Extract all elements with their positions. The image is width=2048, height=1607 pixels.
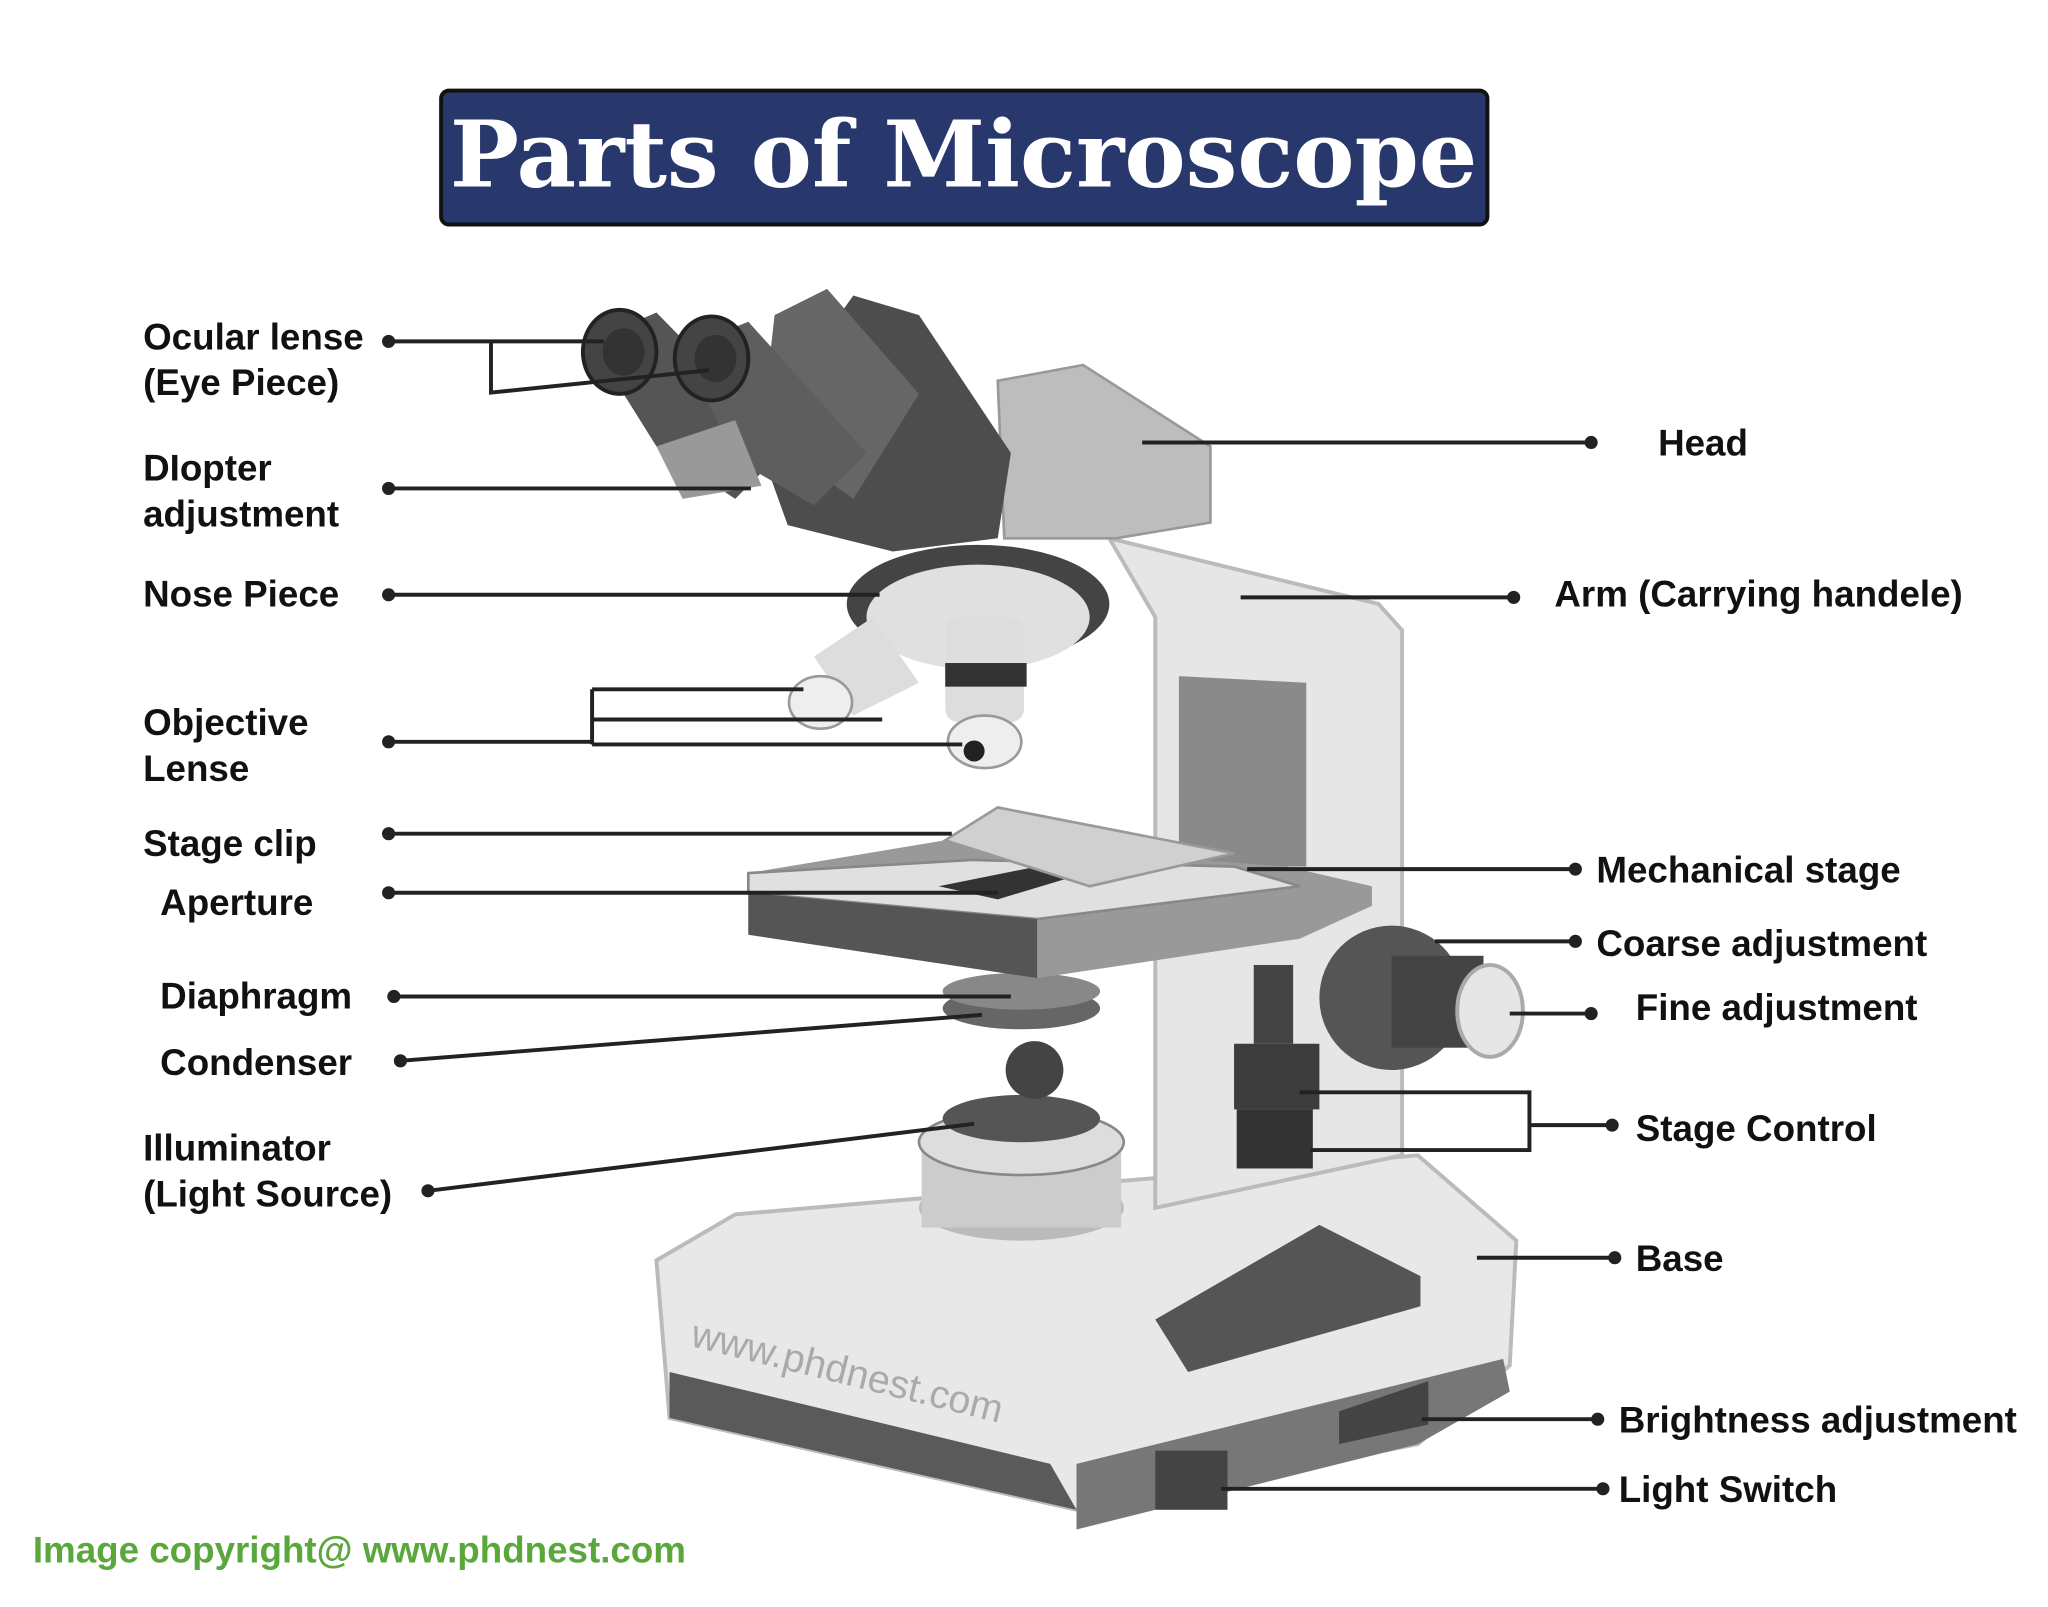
label-aperture: Aperture bbox=[160, 882, 313, 923]
label-illuminator: Illuminator bbox=[143, 1128, 331, 1169]
label-condenser: Condenser bbox=[160, 1042, 352, 1083]
label-head: Head bbox=[1658, 423, 1748, 464]
label-objective: Objective bbox=[143, 702, 308, 743]
label-coarse-adjustment: Coarse adjustment bbox=[1596, 923, 1927, 964]
label-diopter-adjustment: adjustment bbox=[143, 493, 339, 534]
label-base: Base bbox=[1636, 1238, 1724, 1279]
label-diopter: DIopter bbox=[143, 448, 272, 489]
label-eye-piece: (Eye Piece) bbox=[143, 362, 339, 403]
right-leaders bbox=[1142, 435, 1622, 1496]
microscope-illustration: www.phdnest.com bbox=[580, 288, 1525, 1530]
left-labels: Ocular lense (Eye Piece) DIopter adjustm… bbox=[143, 316, 392, 1214]
right-labels: Head Arm (Carrying handele) Mechanical s… bbox=[1554, 423, 2017, 1510]
label-stage-control: Stage Control bbox=[1636, 1108, 1877, 1149]
title-banner: Parts of Microscope bbox=[439, 88, 1490, 227]
label-nose-piece: Nose Piece bbox=[143, 574, 339, 615]
label-light-switch: Light Switch bbox=[1619, 1469, 1837, 1510]
label-objective-lense: Lense bbox=[143, 748, 249, 789]
copyright-notice: Image copyright@ www.phdnest.com bbox=[33, 1529, 686, 1570]
label-fine-adjustment: Fine adjustment bbox=[1636, 987, 1918, 1028]
label-light-source: (Light Source) bbox=[143, 1174, 392, 1215]
label-mechanical-stage: Mechanical stage bbox=[1596, 849, 1900, 890]
left-leaders bbox=[382, 334, 1011, 1198]
label-brightness-adjustment: Brightness adjustment bbox=[1619, 1399, 2017, 1440]
label-stage-clip: Stage clip bbox=[143, 823, 317, 864]
label-arm: Arm (Carrying handele) bbox=[1554, 574, 1962, 615]
page-title: Parts of Microscope bbox=[450, 100, 1477, 208]
label-diaphragm: Diaphragm bbox=[160, 975, 352, 1016]
label-ocular-lense: Ocular lense bbox=[143, 316, 364, 357]
